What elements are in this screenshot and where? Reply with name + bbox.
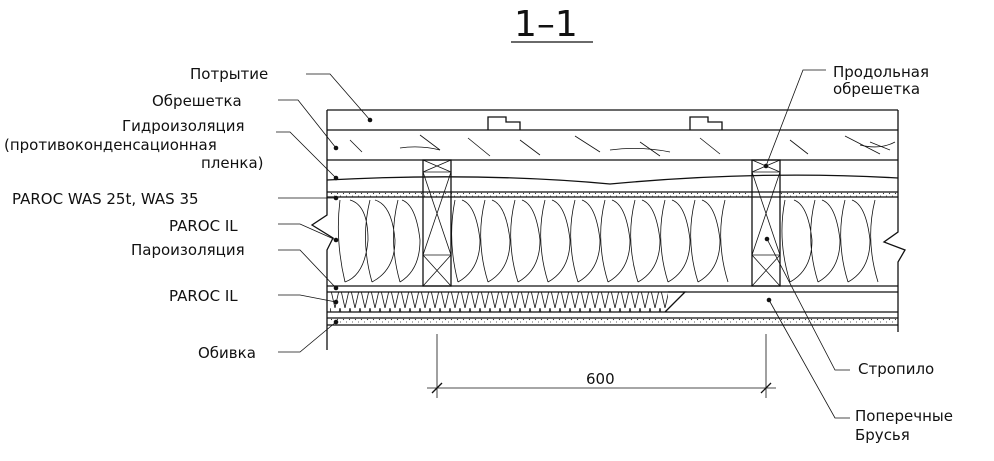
break-line-left — [310, 110, 334, 350]
left-labels: Потрытие Обрешетка Гидроизоляция (против… — [4, 65, 268, 362]
label-cross-battens-1: Поперечные — [855, 407, 953, 425]
dimension-600: 600 — [427, 334, 776, 398]
label-rafter: Стропило — [858, 360, 934, 378]
waterproofing-membrane — [326, 174, 899, 185]
label-vapor-barrier: Пароизоляция — [131, 241, 245, 259]
label-battens: Обрешетка — [152, 92, 242, 110]
label-longitudinal-battens-2: обрешетка — [833, 80, 920, 98]
paroc-was-layer — [327, 191, 898, 198]
label-waterproofing: Гидроизоляция — [122, 117, 244, 135]
rafter-right — [751, 159, 781, 287]
left-leaders — [276, 73, 373, 353]
section-title: 1–1 — [514, 4, 578, 45]
right-leaders — [763, 69, 850, 419]
label-paroc-il-2: PAROC IL — [169, 287, 238, 305]
dimension-value: 600 — [586, 370, 615, 388]
label-cladding: Обивка — [198, 344, 256, 362]
label-paroc-was: PAROC WAS 25t, WAS 35 — [12, 190, 199, 208]
label-cross-battens-2: Брусья — [855, 426, 910, 444]
label-covering: Потрытие — [190, 65, 268, 83]
battens — [327, 134, 898, 161]
label-longitudinal-battens-1: Продольная — [833, 63, 929, 81]
break-line-right — [882, 110, 906, 332]
cladding — [327, 317, 898, 326]
rafter-left — [422, 159, 452, 287]
roof-covering — [327, 109, 898, 131]
paroc-il-insulation — [327, 199, 898, 287]
cross-battens-layer — [327, 291, 898, 313]
right-labels: Продольная обрешетка Стропило Поперечные… — [833, 63, 953, 444]
label-waterproofing-note-1: (противоконденсационная — [4, 136, 217, 154]
label-waterproofing-note-2: пленка) — [201, 154, 264, 172]
label-paroc-il-1: PAROC IL — [169, 217, 238, 235]
